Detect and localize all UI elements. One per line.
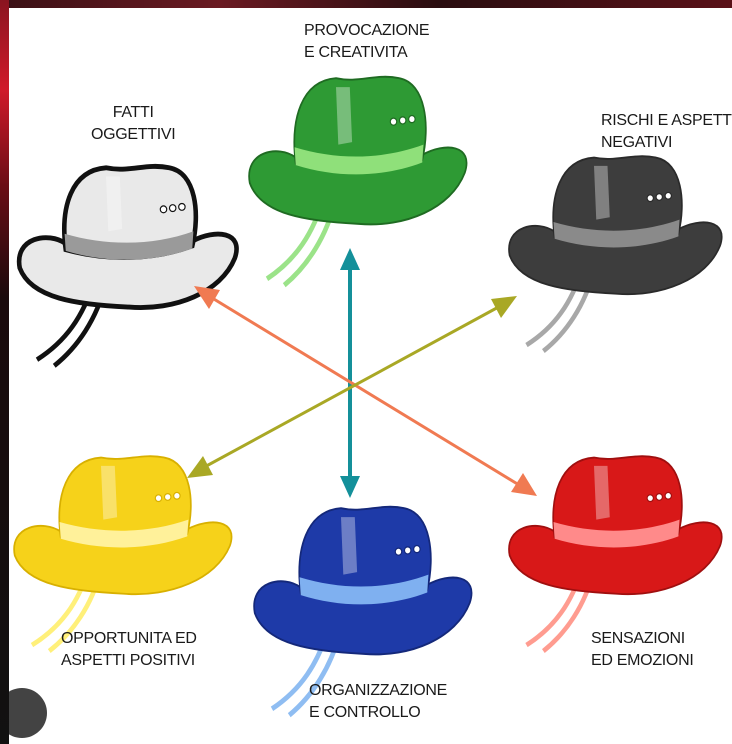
arrow-white-red [204,293,524,488]
white-hat-icon [19,166,236,365]
yellow-hat-icon [14,456,231,651]
red-hat-icon [509,456,722,651]
label-blue-hat: ORGANIZZAZIONE E CONTROLLO [309,680,447,724]
green-hat-icon [249,77,466,285]
six-hats-diagram: FATTI OGGETTIVI PROVOCAZIONE E CREATIVIT… [9,8,732,744]
label-green-hat: PROVOCAZIONE E CREATIVITA [304,20,429,64]
background-frame-left [0,0,9,744]
arrowhead-black [491,296,517,318]
arrowhead-red [511,473,537,496]
arrowhead-up [340,248,360,270]
label-black-hat: RISCHI E ASPETTI NEGATIVI [601,110,732,154]
arrowhead-down [340,476,360,498]
label-white-hat: FATTI OGGETTIVI [91,102,175,146]
label-red-hat: SENSAZIONI ED EMOZIONI [591,628,693,672]
black-hat-icon [509,156,722,351]
background-frame-top [0,0,732,8]
label-yellow-hat: OPPORTUNITA ED ASPETTI POSITIVI [61,628,197,672]
arrowhead-yellow [187,456,213,478]
